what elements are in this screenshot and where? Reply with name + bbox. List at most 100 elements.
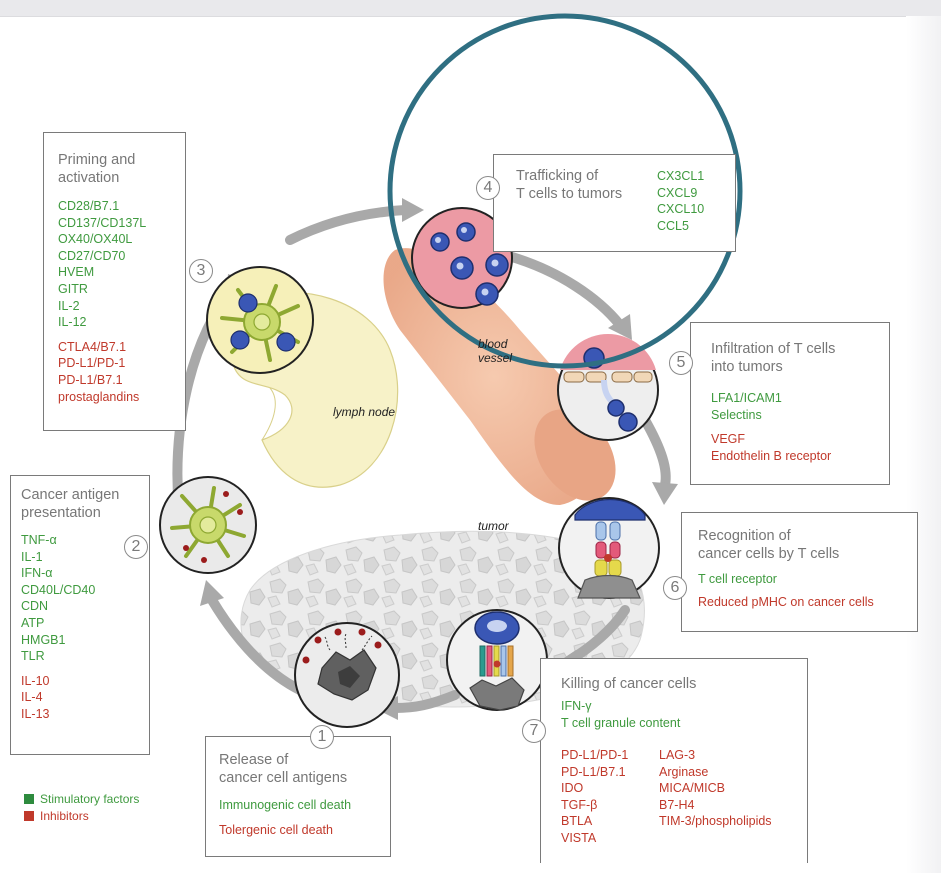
step7-inhibitory-list-col1: PD-L1/PD-1 PD-L1/B7.1 IDO TGF-β BTLA VIS…: [561, 747, 628, 847]
factor-item: T cell granule content: [561, 715, 681, 730]
step6-inhibitory-list: Reduced pMHC on cancer cells: [698, 594, 917, 611]
factor-item: PD-L1/B7.1: [58, 372, 123, 387]
factor-item: IL-4: [21, 690, 43, 705]
factor-item: GITR: [58, 281, 88, 296]
step2-number: 2: [124, 535, 148, 559]
factor-item: Immunogenic cell death: [219, 798, 352, 812]
trafficking-illustration: [411, 207, 513, 309]
step2-stimulatory-list: TNF-α IL-1 IFN-α CD40L/CD40 CDN ATP HMGB…: [21, 532, 149, 665]
factor-item: CDN: [21, 599, 49, 614]
factor-item: IFN-α: [21, 566, 53, 581]
factor-item: Reduced pMHC on cancer cells: [698, 594, 874, 609]
factor-item: HVEM: [58, 265, 95, 280]
step6-box: Recognition of cancer cells by T cells T…: [681, 512, 918, 632]
factor-item: T cell receptor: [698, 572, 777, 586]
factor-item: OX40/OX40L: [58, 232, 133, 247]
factor-item: IL-1: [21, 549, 43, 564]
step6-title-line: cancer cells by T cells: [698, 546, 840, 562]
step7-title: Killing of cancer cells: [561, 676, 697, 692]
factor-item: LFA1/ICAM1: [711, 391, 782, 405]
factor-item: PD-L1/B7.1: [561, 764, 626, 779]
step6-stimulatory-list: T cell receptor: [698, 571, 917, 588]
tumor-label: tumor: [478, 519, 509, 533]
step3-title-line: Priming and: [58, 152, 136, 168]
window-top-bar: [0, 0, 941, 17]
legend-inhibitors: Inhibitors: [24, 808, 139, 825]
step7-inhibitory-list-col2: LAG-3 Arginase MICA/MICB B7-H4 TIM-3/pho…: [659, 747, 772, 830]
step1-title-line: Release of: [219, 752, 289, 768]
blood-vessel-label: blood vessel: [478, 337, 512, 365]
factor-item: LAG-3: [659, 748, 696, 762]
step1-stimulatory-list: Immunogenic cell death: [219, 797, 390, 814]
factor-item: CXCL9: [657, 185, 698, 200]
step2-box: Cancer antigen presentation TNF-α IL-1 I…: [10, 475, 150, 755]
step7-stimulatory-list: IFN-γ T cell granule content: [561, 698, 807, 731]
green-square-icon: [24, 794, 34, 804]
step5-inhibitory-list: VEGF Endothelin B receptor: [711, 431, 889, 464]
step4-title-line: Trafficking of: [516, 168, 599, 184]
factor-item: CX3CL1: [657, 169, 705, 183]
step3-title-line: activation: [58, 170, 120, 186]
step4-title: Trafficking of T cells to tumors: [516, 167, 622, 203]
factor-item: TLR: [21, 649, 45, 664]
factor-item: B7-H4: [659, 797, 695, 812]
step5-title-line: into tumors: [711, 359, 783, 375]
factor-item: CD40L/CD40: [21, 582, 96, 597]
step2-inhibitory-list: IL-10 IL-4 IL-13: [21, 673, 149, 723]
killing-illustration: [446, 609, 548, 711]
factor-item: IL-13: [21, 706, 50, 721]
factor-item: Endothelin B receptor: [711, 448, 832, 463]
factor-item: IL-12: [58, 315, 87, 330]
highlight-ring: [387, 13, 743, 369]
step1-title-line: cancer cell antigens: [219, 770, 348, 786]
factor-item: Selectins: [711, 407, 762, 422]
blood-vessel-label-line1: blood: [478, 337, 508, 351]
factor-item: PD-L1/PD-1: [58, 356, 126, 371]
legend-inhibitors-label: Inhibitors: [40, 809, 89, 823]
factor-item: CD137/CD137L: [58, 215, 147, 230]
step7-number: 7: [522, 719, 546, 743]
step5-number: 5: [669, 351, 693, 375]
factor-item: PD-L1/PD-1: [561, 748, 629, 762]
factor-item: TGF-β: [561, 797, 598, 812]
factor-item: CD28/B7.1: [58, 199, 120, 213]
factor-item: Arginase: [659, 764, 709, 779]
cancer-cell-death-illustration: [294, 622, 400, 728]
factor-item: BTLA: [561, 814, 593, 829]
factor-item: VISTA: [561, 830, 597, 845]
right-edge-shade: [906, 16, 941, 873]
step5-title: Infiltration of T cells into tumors: [711, 340, 889, 376]
factor-item: ATP: [21, 615, 45, 630]
step1-inhibitory-list: Tolergenic cell death: [219, 822, 390, 839]
factor-item: prostaglandins: [58, 389, 140, 404]
step5-box: Infiltration of T cells into tumors LFA1…: [690, 322, 890, 485]
factor-item: IDO: [561, 781, 584, 796]
step3-number: 3: [189, 259, 213, 283]
step4-box: Trafficking of T cells to tumors CX3CL1 …: [493, 154, 736, 252]
step6-title: Recognition of cancer cells by T cells: [698, 527, 917, 563]
step1-title: Release of cancer cell antigens: [219, 751, 390, 787]
factor-item: IFN-γ: [561, 699, 592, 713]
step6-number: 6: [663, 576, 687, 600]
factor-item: CCL5: [657, 218, 689, 233]
step2-title-line: Cancer antigen: [21, 487, 120, 503]
factor-item: CTLA4/B7.1: [58, 339, 127, 354]
step7-box: Killing of cancer cells IFN-γ T cell gra…: [540, 658, 808, 863]
lymph-node-label: lymph node: [333, 405, 396, 419]
factor-item: IL-10: [21, 673, 50, 688]
step3-inhibitory-list: CTLA4/B7.1 PD-L1/PD-1 PD-L1/B7.1 prostag…: [58, 339, 185, 405]
step6-title-line: Recognition of: [698, 528, 791, 544]
factor-item: CXCL10: [657, 202, 705, 217]
legend: Stimulatory factors Inhibitors: [24, 791, 139, 825]
step3-title: Priming and activation: [58, 151, 185, 187]
factor-item: VEGF: [711, 432, 746, 447]
factor-item: IL-2: [58, 298, 80, 313]
step4-number: 4: [476, 176, 500, 200]
factor-item: MICA/MICB: [659, 781, 725, 796]
step3-box: Priming and activation CD28/B7.1 CD137/C…: [43, 132, 186, 431]
step4-stimulatory-list: CX3CL1 CXCL9 CXCL10 CCL5: [657, 168, 704, 234]
blood-vessel-label-line2: vessel: [478, 351, 513, 365]
factor-item: TIM-3/phospholipids: [659, 814, 772, 829]
antigen-presenting-cell-illustration: [159, 476, 257, 574]
step2-title-line: presentation: [21, 505, 101, 521]
